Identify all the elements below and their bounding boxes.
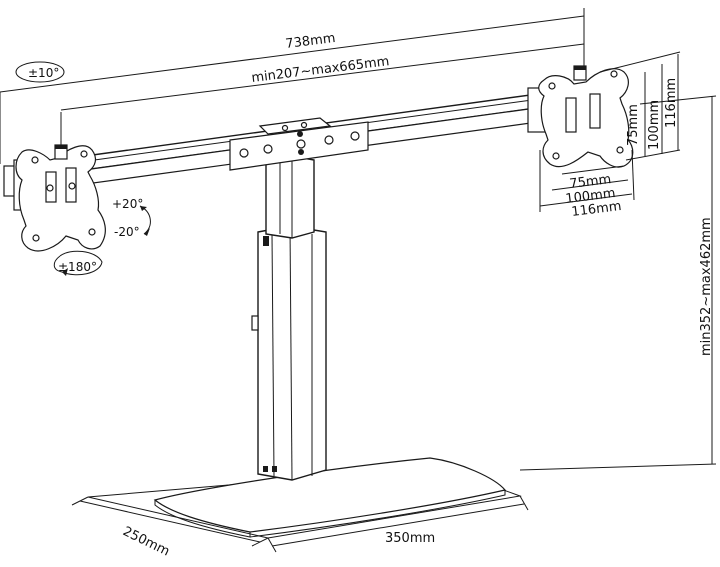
vesa-h-75-label: 75mm (569, 172, 612, 192)
base-width-dimension: 350mm (267, 495, 529, 553)
vesa-h-116-label: 116mm (571, 199, 623, 220)
swivel-angle-label: ±10° (28, 66, 59, 80)
vesa-horizontal-dimensions: 75mm 100mm 116mm (539, 149, 635, 220)
column (251, 155, 327, 481)
vesa-v-100-label: 100mm (647, 100, 662, 150)
swivel-angle: ±10° (15, 61, 65, 83)
vesa-v-75-label: 75mm (626, 104, 641, 146)
tilt-up-label: +20° (112, 197, 143, 211)
center-clamp (229, 117, 369, 171)
tilt-down-label: -20° (114, 225, 140, 239)
right-vesa-plate (527, 65, 634, 168)
vesa-v-116-label: 116mm (664, 78, 679, 128)
rotation-angle: ±180° (53, 250, 103, 276)
left-vesa-plate (3, 112, 106, 252)
base-depth-label: 250mm (120, 524, 172, 559)
rotation-label: ±180° (58, 260, 97, 274)
vesa-vertical-dimensions: 75mm 100mm 116mm (599, 51, 681, 161)
vesa-h-100-label: 100mm (565, 186, 617, 207)
total-width-label: 738mm (285, 31, 337, 52)
total-width-dimension: 738mm (0, 8, 585, 164)
arm-span-label: min207~max665mm (251, 54, 390, 86)
height-dimension: min352~max462mm (519, 95, 717, 471)
height-label: min352~max462mm (699, 217, 714, 356)
base-width-label: 350mm (385, 531, 435, 546)
tilt-angle: +20° -20° (112, 197, 151, 239)
